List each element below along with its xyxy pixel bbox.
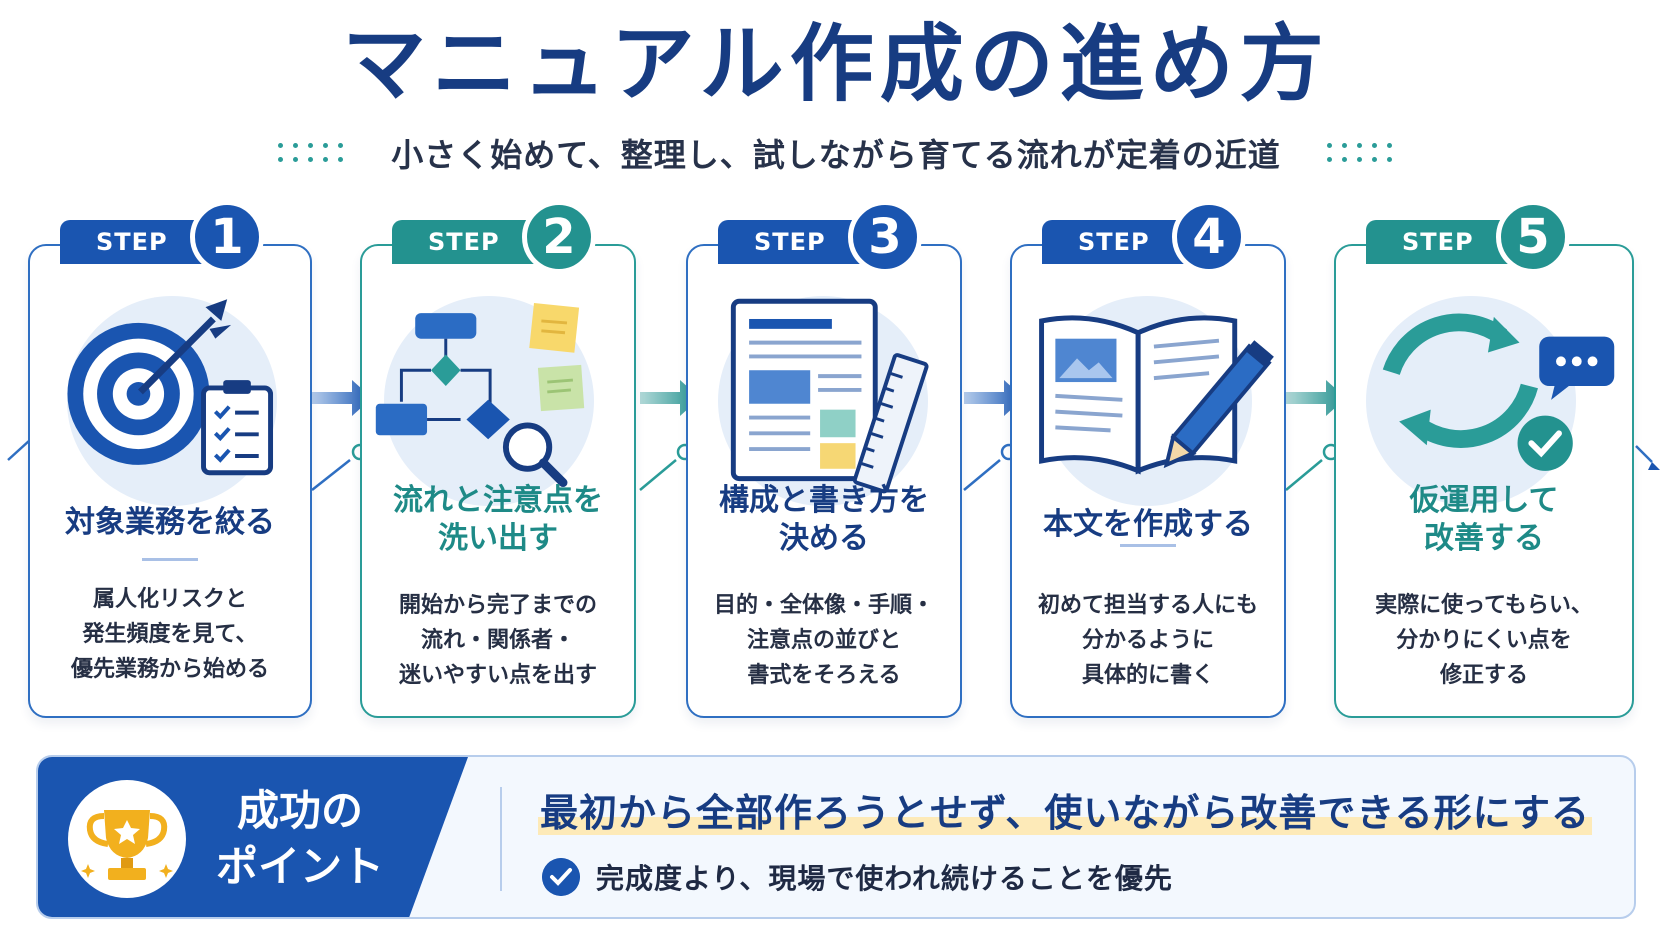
step-description: 初めて担当する人にも 分かるように 具体的に書く	[1037, 593, 1258, 688]
cycle-chat-check-icon	[1382, 313, 1615, 471]
step-title: 本文を作成する	[1043, 507, 1253, 542]
flowchart-magnifier-icon	[375, 302, 585, 488]
check-circle-icon	[542, 858, 580, 896]
page-subtitle: 小さく始めて、整理し、試しながら育てる流れが定着の近道	[391, 136, 1281, 174]
target-clipboard-icon	[67, 299, 274, 476]
trophy-icon	[81, 810, 173, 880]
book-pencil-icon	[1039, 315, 1274, 475]
subtitle-row: 小さく始めて、整理し、試しながら育てる流れが定着の近道	[0, 128, 1672, 178]
arrow-out	[1635, 445, 1660, 470]
document-ruler-icon	[730, 298, 929, 494]
step-title: 構成と書き方を 決める	[719, 483, 929, 556]
step-card-3: STEP 3 構成と書き方を 決める 目的・全体像・手順・ 注意点	[686, 200, 962, 718]
step-title: 仮運用して 改善する	[1409, 483, 1559, 556]
step-badge-2: STEP 2	[392, 200, 602, 274]
step-description: 属人化リスクと 発生頻度を見て、 優先業務から始める	[70, 587, 269, 682]
step-badge-5: STEP 5	[1366, 200, 1576, 274]
success-sub-row: 完成度より、現場で使われ続けることを優先	[542, 857, 1173, 897]
connector-line-1	[7, 439, 31, 461]
step-description: 目的・全体像・手順・ 注意点の並びと 書式をそろえる	[713, 593, 934, 688]
page-title: マニュアル作成の進め方	[342, 15, 1330, 113]
dots-decoration-right	[1326, 142, 1394, 164]
step-description: 開始から完了までの 流れ・関係者・ 迷いやすい点を出す	[398, 593, 597, 688]
step-number: 2	[522, 200, 596, 274]
step-card-5: STEP 5 仮運用して 改善する 実際に使ってもらい、 分かりにくい点を 修正…	[1334, 200, 1634, 718]
step-badge-3: STEP 3	[718, 200, 928, 274]
step-card-1: STEP 1 対象業務を絞る 属人化リスクと 発生頻度を見て、 優先業務から始め…	[28, 200, 312, 718]
success-sub-message: 完成度より、現場で使われ続けることを優先	[596, 862, 1173, 895]
trophy-badge	[68, 780, 186, 898]
dots-decoration-left	[278, 142, 345, 164]
step-card-2: STEP 2 流れと注意点を 洗い出す 開始から完了までの 流れ・関係者・ 迷い…	[360, 200, 636, 718]
step-title: 対象業務を絞る	[65, 505, 275, 540]
step-description: 実際に使ってもらい、 分かりにくい点を 修正する	[1375, 593, 1593, 688]
success-main-message: 最初から全部作ろうとせず、使いながら改善できる形にする	[538, 787, 1592, 839]
step-number: 4	[1172, 200, 1246, 274]
step-number: 1	[190, 200, 264, 274]
step-number: 3	[848, 200, 922, 274]
success-point-panel: 成功の ポイント 最初から全部作ろうとせず、使いながら改善できる形にする 完成度…	[36, 755, 1636, 919]
step-number: 5	[1496, 200, 1570, 274]
step-title: 流れと注意点を 洗い出す	[393, 483, 603, 556]
step-card-4: STEP 4 本文を作成する 初めて担当する人にも 分かるように 具体的に書く	[1010, 200, 1286, 718]
step-badge-1: STEP 1	[60, 200, 270, 274]
step-badge-4: STEP 4	[1042, 200, 1252, 274]
success-label: 成功の ポイント	[215, 786, 384, 891]
